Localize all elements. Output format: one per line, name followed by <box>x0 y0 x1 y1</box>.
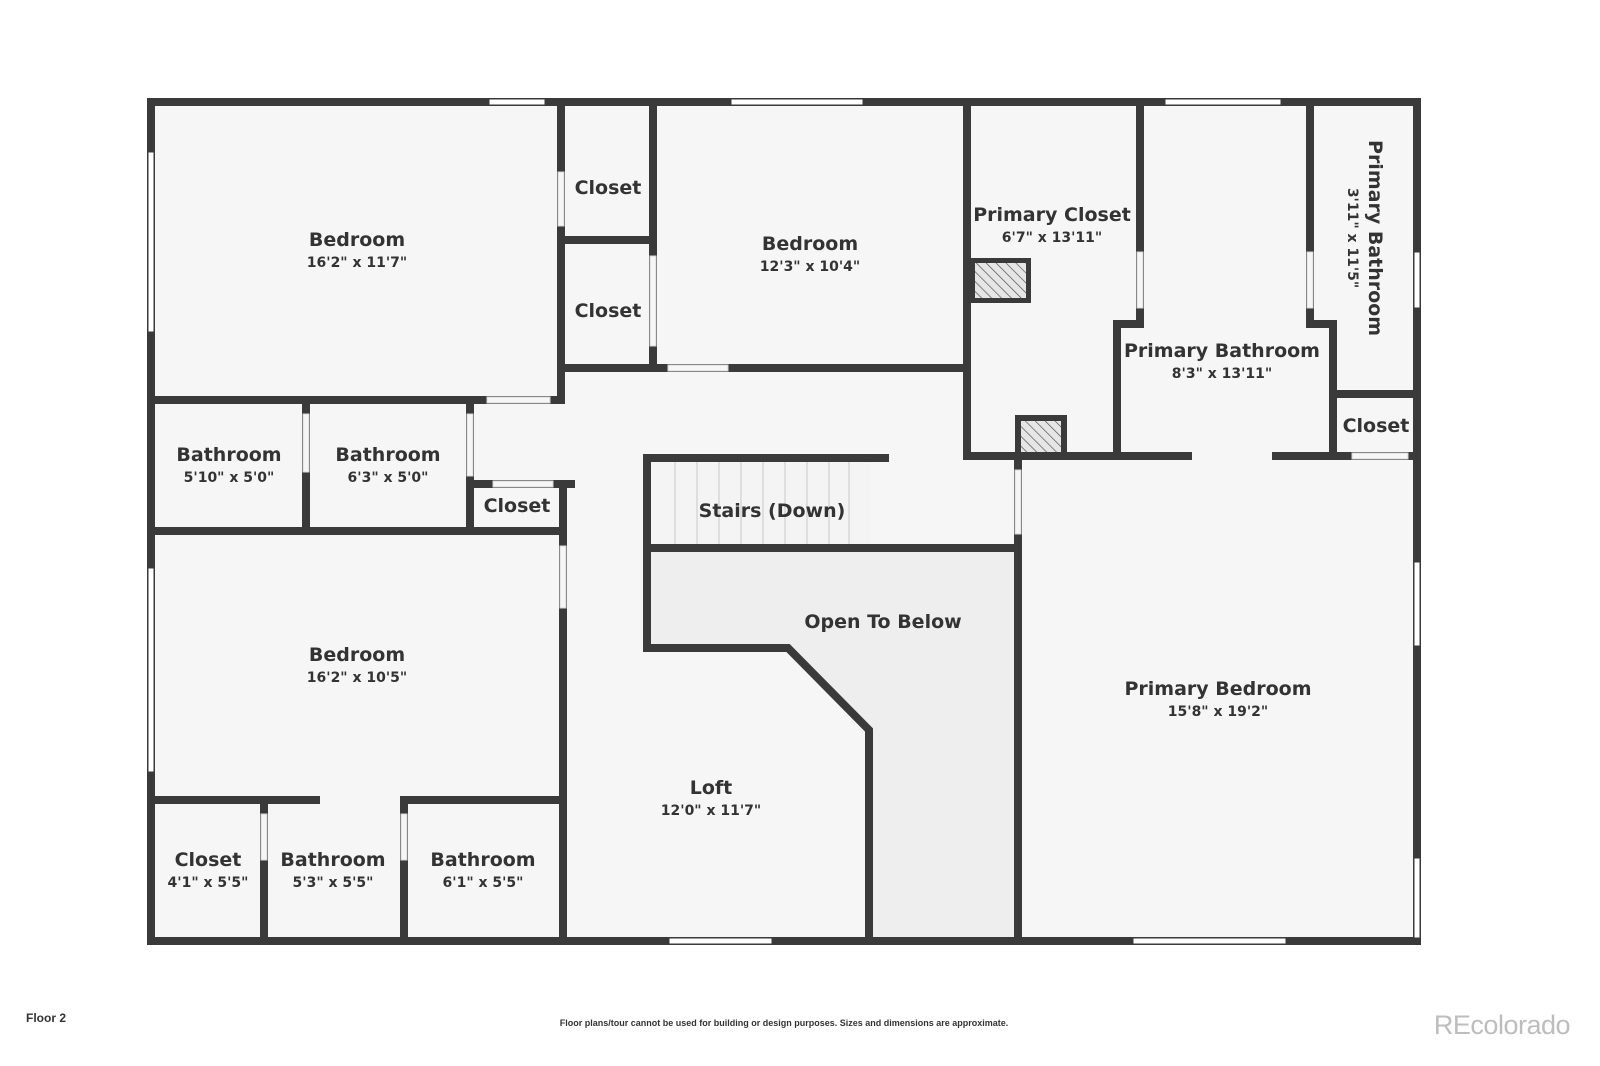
room-dimensions: 15'8" x 19'2" <box>1168 704 1268 720</box>
room-name: Bathroom <box>280 849 385 871</box>
room-label-bedroom-sw: Bedroom 16'2" x 10'5" <box>307 644 407 686</box>
room-dimensions: 16'2" x 11'7" <box>307 255 407 271</box>
room-label-bathroom-4: Bathroom 6'1" x 5'5" <box>430 849 535 891</box>
room-label-primary-bathroom-side: Primary Bathroom 3'11" x 11'5" <box>1344 140 1386 336</box>
room-label-primary-bathroom-main: Primary Bathroom 8'3" x 13'11" <box>1124 340 1320 382</box>
room-label-closet-ne: Closet <box>1343 415 1410 437</box>
room-label-bedroom-nw: Bedroom 16'2" x 11'7" <box>307 229 407 271</box>
hatched-column-fill <box>975 263 1026 298</box>
room-name: Closet <box>575 300 642 322</box>
room-name: Open To Below <box>804 611 961 633</box>
room-name: Primary Closet <box>973 204 1131 226</box>
room-name: Loft <box>690 777 733 799</box>
room-name: Bathroom <box>335 444 440 466</box>
room-label-loft: Loft 12'0" x 11'7" <box>661 777 761 819</box>
room-label-bathroom-1: Bathroom 5'10" x 5'0" <box>176 444 281 486</box>
room-dimensions: 16'2" x 10'5" <box>307 670 407 686</box>
room-name: Closet <box>484 495 551 517</box>
room-dimensions: 3'11" x 11'5" <box>1344 188 1360 288</box>
room-dimensions: 5'10" x 5'0" <box>184 470 275 486</box>
room-label-bathroom-3: Bathroom 5'3" x 5'5" <box>280 849 385 891</box>
room-dimensions: 8'3" x 13'11" <box>1172 366 1272 382</box>
room-label-primary-closet: Primary Closet 6'7" x 13'11" <box>973 204 1131 246</box>
room-dimensions: 12'0" x 11'7" <box>661 803 761 819</box>
stair-treads <box>651 460 871 546</box>
room-name: Bedroom <box>762 233 858 255</box>
room-dimensions: 5'3" x 5'5" <box>293 875 374 891</box>
room-name: Primary Bathroom <box>1124 340 1320 362</box>
brand-logo: REcolorado <box>1433 1010 1571 1040</box>
room-name: Closet <box>175 849 242 871</box>
room-name: Stairs (Down) <box>699 500 846 522</box>
disclaimer: Floor plans/tour cannot be used for buil… <box>559 1018 1009 1028</box>
room-label-closet-mid: Closet <box>575 300 642 322</box>
room-label-bedroom-top: Bedroom 12'3" x 10'4" <box>760 233 860 275</box>
room-name: Bedroom <box>309 644 405 666</box>
floor-label: Floor 2 <box>26 1011 67 1025</box>
room-label-bathroom-2: Bathroom 6'3" x 5'0" <box>335 444 440 486</box>
room-label-closet-top: Closet <box>575 177 642 199</box>
room-name: Bathroom <box>430 849 535 871</box>
room-dimensions: 6'1" x 5'5" <box>443 875 524 891</box>
door-openings <box>260 171 1409 861</box>
room-dimensions: 6'7" x 13'11" <box>1002 230 1102 246</box>
windows <box>147 98 1421 945</box>
room-name: Closet <box>1343 415 1410 437</box>
room-label-closet-hall: Closet <box>484 495 551 517</box>
room-name: Bathroom <box>176 444 281 466</box>
hatched-column-fill <box>1021 421 1061 453</box>
room-label-stairs: Stairs (Down) <box>699 500 846 522</box>
room-label-open-to-below: Open To Below <box>804 611 961 633</box>
room-label-closet-sw: Closet 4'1" x 5'5" <box>168 849 249 891</box>
room-dimensions: 12'3" x 10'4" <box>760 259 860 275</box>
room-dimensions: 4'1" x 5'5" <box>168 875 249 891</box>
room-name: Bedroom <box>309 229 405 251</box>
room-label-primary-bedroom: Primary Bedroom 15'8" x 19'2" <box>1124 678 1311 720</box>
room-name: Closet <box>575 177 642 199</box>
room-name: Primary Bedroom <box>1124 678 1311 700</box>
room-name: Primary Bathroom <box>1364 140 1386 336</box>
room-dimensions: 6'3" x 5'0" <box>348 470 429 486</box>
